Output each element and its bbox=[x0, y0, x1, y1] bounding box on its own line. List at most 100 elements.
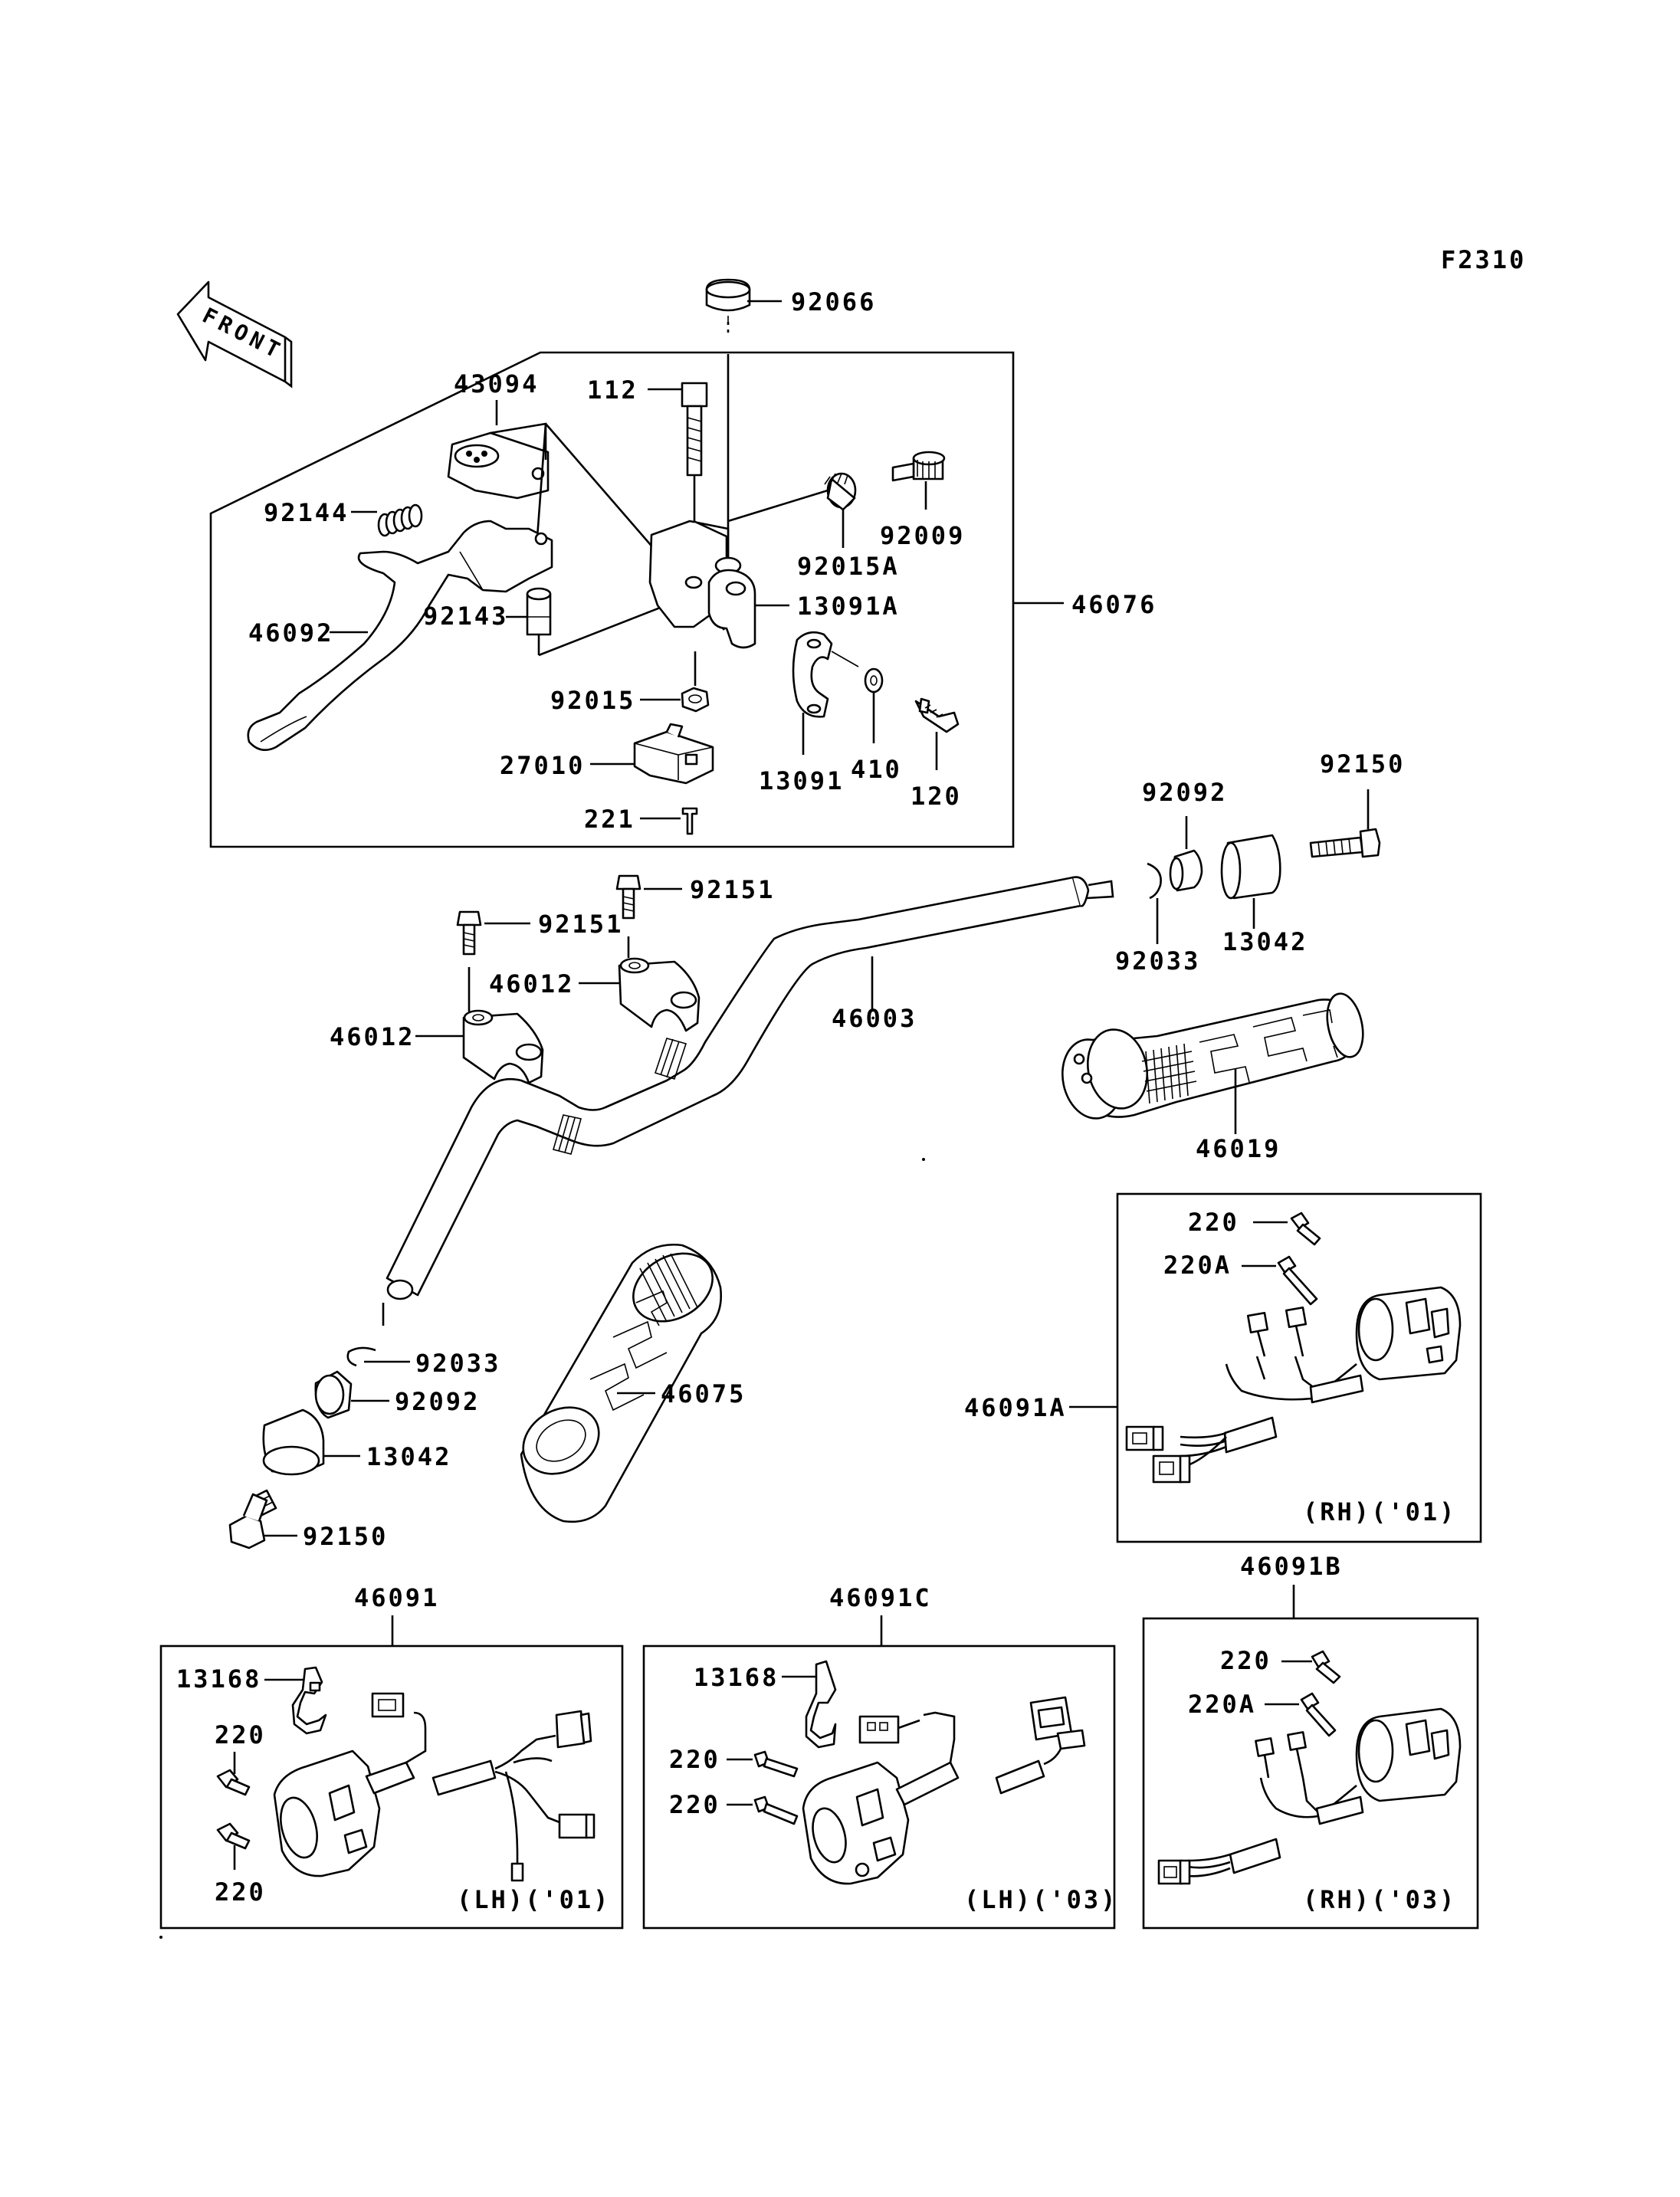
callout-220-rh03: 220 bbox=[1220, 1646, 1271, 1675]
throttle-grip-46019-part bbox=[1061, 992, 1364, 1120]
washer-410-part bbox=[864, 667, 884, 694]
callout-46091: 46091 bbox=[354, 1583, 439, 1612]
callout-92033-bottom: 92033 bbox=[415, 1349, 500, 1378]
callout-13042-bottom: 13042 bbox=[366, 1442, 451, 1471]
diagram-id: F2310 bbox=[1441, 245, 1526, 274]
callout-43094: 43094 bbox=[454, 369, 539, 398]
callout-46012-a: 46012 bbox=[489, 969, 574, 998]
front-arrow-icon: FRONT bbox=[176, 280, 293, 389]
screw-220-lh01-b-part bbox=[216, 1822, 251, 1850]
lh-switch-housing-01-part bbox=[273, 1749, 415, 1877]
callout-410: 410 bbox=[851, 755, 902, 784]
callout-46075: 46075 bbox=[661, 1379, 746, 1408]
tag-rh01: (RH)('01) bbox=[1303, 1497, 1456, 1526]
callout-92066: 92066 bbox=[791, 287, 876, 316]
lh-switch-housing-03-part bbox=[802, 1761, 960, 1885]
screw-221-part bbox=[681, 807, 698, 835]
clamp-13091-part bbox=[792, 631, 833, 718]
callout-220A-rh03: 220A bbox=[1188, 1690, 1256, 1719]
tag-lh03: (LH)('03) bbox=[964, 1885, 1117, 1914]
screw-220-lh03-a-part bbox=[753, 1750, 799, 1778]
weight-13042-bottom-part bbox=[262, 1408, 325, 1476]
adjuster-92009-part bbox=[891, 451, 946, 482]
callout-13091A: 13091A bbox=[797, 592, 900, 621]
callout-92092-top: 92092 bbox=[1142, 778, 1227, 807]
callout-46091C: 46091C bbox=[829, 1583, 932, 1612]
damper-92092-bottom-part bbox=[314, 1370, 353, 1419]
callout-13091: 13091 bbox=[759, 766, 844, 795]
screw-220-lh01-a-part bbox=[216, 1769, 251, 1796]
holder-46012-b-part bbox=[462, 1009, 544, 1084]
callout-46076: 46076 bbox=[1071, 590, 1157, 619]
callout-46092: 46092 bbox=[248, 618, 333, 648]
callout-13042-top: 13042 bbox=[1222, 927, 1308, 956]
callout-220-lh03-a: 220 bbox=[669, 1745, 720, 1774]
screw-220-rh01-part bbox=[1290, 1212, 1321, 1246]
screw-220A-rh01-part bbox=[1277, 1255, 1318, 1306]
callout-220-lh03-b: 220 bbox=[669, 1790, 720, 1819]
grip-46075-part bbox=[520, 1243, 722, 1523]
stray-dot bbox=[922, 1158, 925, 1161]
callout-92150-bottom: 92150 bbox=[303, 1522, 388, 1551]
handlebar-46003-part bbox=[386, 876, 1114, 1300]
screw-220-lh03-b-part bbox=[753, 1795, 799, 1825]
callout-46091A: 46091A bbox=[964, 1393, 1067, 1422]
bolt-92150-bottom-part bbox=[228, 1489, 277, 1549]
callout-92143: 92143 bbox=[423, 602, 508, 631]
bolt-92150-top-part bbox=[1309, 828, 1381, 858]
collar-92143-part bbox=[526, 587, 552, 636]
callout-120: 120 bbox=[911, 782, 962, 811]
callout-92015A: 92015A bbox=[797, 552, 900, 581]
callout-92150-top: 92150 bbox=[1320, 749, 1405, 779]
screw-120-part bbox=[914, 697, 960, 733]
callout-13168-lh01: 13168 bbox=[176, 1664, 261, 1694]
bolt-112-part bbox=[681, 382, 708, 477]
bolt-92151-a-part bbox=[615, 874, 641, 920]
switch-box-46091A: 220 220A bbox=[1116, 1192, 1482, 1543]
weight-13042-top-part bbox=[1220, 834, 1281, 900]
reservoir-cap-part bbox=[705, 278, 751, 312]
brake-lever-46092-part bbox=[247, 520, 553, 751]
tag-rh03: (RH)('03) bbox=[1303, 1885, 1456, 1914]
stray-dot bbox=[159, 1936, 162, 1939]
callout-92015: 92015 bbox=[550, 686, 635, 715]
bolt-92151-b-part bbox=[456, 910, 482, 956]
callout-92144: 92144 bbox=[264, 498, 349, 527]
callout-27010: 27010 bbox=[500, 751, 585, 780]
holder-46012-a-part bbox=[618, 957, 701, 1032]
master-cylinder-assembly: 92066 112 43094 92144 bbox=[209, 278, 1157, 848]
callout-92033-top: 92033 bbox=[1115, 946, 1200, 976]
fitting-92015A-part bbox=[824, 472, 857, 511]
tag-lh01: (LH)('01) bbox=[457, 1885, 610, 1914]
callout-46019: 46019 bbox=[1196, 1134, 1281, 1163]
switch-box-46091B: 220 220A bbox=[1142, 1617, 1479, 1930]
rh-harness-01-part bbox=[1125, 1306, 1364, 1484]
pivot-bracket-43094-part bbox=[447, 431, 550, 500]
callout-220-lh01-a: 220 bbox=[215, 1720, 266, 1749]
callout-112: 112 bbox=[587, 375, 638, 405]
callout-220A-rh01: 220A bbox=[1163, 1251, 1232, 1280]
master-cylinder-body-part bbox=[648, 520, 756, 649]
lh-harness-03-part bbox=[858, 1696, 1086, 1795]
nut-92015-part bbox=[681, 687, 710, 713]
callout-92092-bottom: 92092 bbox=[395, 1387, 480, 1416]
callout-46091B: 46091B bbox=[1240, 1552, 1343, 1581]
switch-box-46091: 13168 220 220 bbox=[159, 1644, 624, 1930]
rh-harness-03-part bbox=[1157, 1731, 1364, 1885]
callout-92009: 92009 bbox=[880, 521, 965, 550]
callout-13168-lh03: 13168 bbox=[694, 1663, 779, 1692]
callout-46003: 46003 bbox=[832, 1004, 917, 1033]
callout-220-lh01-b: 220 bbox=[215, 1877, 266, 1907]
callout-92151-b: 92151 bbox=[538, 910, 623, 939]
circlip-92033-top-part bbox=[1147, 862, 1162, 900]
switch-box-46091C: 13168 220 220 bbox=[642, 1644, 1117, 1930]
callout-220-rh01: 220 bbox=[1188, 1208, 1239, 1237]
screw-220A-rh03-part bbox=[1300, 1692, 1337, 1737]
damper-92092-top-part bbox=[1169, 849, 1203, 892]
screw-220-rh03-part bbox=[1311, 1650, 1341, 1684]
lh-harness-01-part bbox=[371, 1692, 596, 1882]
clip-13168-lh03-part bbox=[805, 1660, 837, 1749]
callout-92151-a: 92151 bbox=[690, 875, 775, 904]
spring-92144-part bbox=[377, 503, 423, 537]
